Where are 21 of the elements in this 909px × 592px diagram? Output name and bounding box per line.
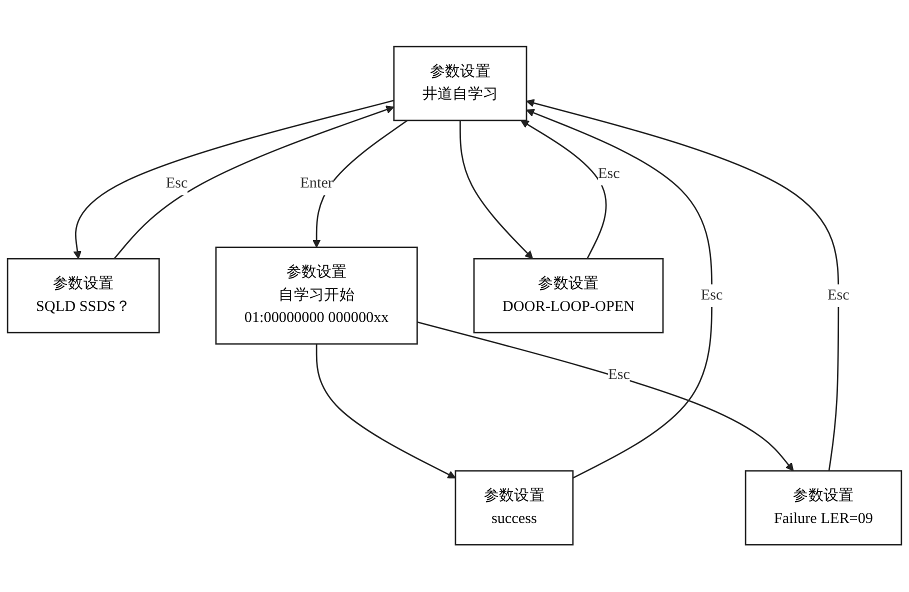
node-box: 参数设置 success	[454, 470, 574, 546]
arrow	[526, 109, 713, 479]
node-box: 参数设置 井道自学习	[393, 46, 528, 122]
node-box: 参数设置 自学习开始 01:00000000 000000xx	[215, 246, 418, 345]
node-box: 参数设置 DOOR-LOOP-OPEN	[473, 258, 664, 334]
arrow	[73, 100, 394, 260]
edge-label: Esc	[166, 176, 188, 192]
arrow	[316, 344, 456, 479]
edge-label: Esc	[700, 287, 723, 304]
arrow	[416, 322, 794, 472]
edge-label: Esc	[608, 366, 630, 384]
node-box: 参数设置 SQLD SSDS？	[6, 258, 160, 334]
arrow	[312, 120, 408, 248]
edge-label: Esc	[827, 287, 850, 304]
arrow	[526, 99, 840, 472]
arrow	[460, 120, 534, 260]
edge-label: Esc	[598, 166, 620, 182]
arrow	[114, 106, 394, 260]
arrow	[520, 120, 607, 260]
node-box: 参数设置 Failure LER=09	[744, 470, 902, 546]
edge-label: Enter	[300, 176, 333, 192]
